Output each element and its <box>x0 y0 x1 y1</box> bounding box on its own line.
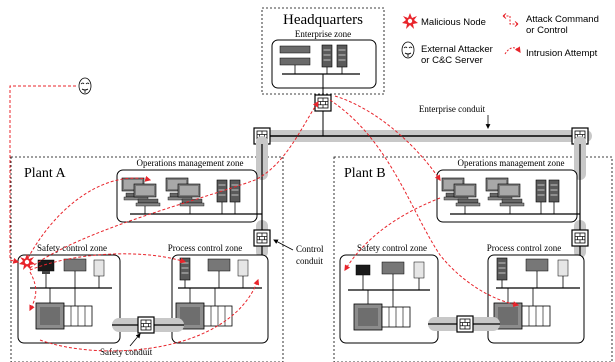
plant-a-label: Plant A <box>24 166 67 181</box>
process-zone-b-label: Process control zone <box>487 243 561 253</box>
ops-a-devices <box>121 177 262 215</box>
server-rack-icon <box>229 179 241 203</box>
plc-icon <box>493 302 551 330</box>
process-zone-a-label: Process control zone <box>168 243 242 253</box>
process-a-devices <box>175 257 262 330</box>
legend-attacker-1: External Attacker <box>421 44 493 55</box>
server-rack-icon <box>336 44 348 68</box>
operations-zone-a-label: Operations management zone <box>137 158 244 168</box>
workstation-icon <box>177 183 205 207</box>
control-conduit-label-2: conduit <box>296 256 323 266</box>
workstation-icon <box>453 183 481 207</box>
server-rack-icon <box>179 257 191 281</box>
legend-attack-command-2: or Control <box>526 25 568 36</box>
legend-attacker-2: or C&C Server <box>421 55 483 66</box>
workstation-icon <box>497 183 525 207</box>
plant-b-label: Plant B <box>344 166 386 181</box>
firewall-icon <box>571 229 589 247</box>
attack-command-arrow-icon <box>502 13 519 27</box>
plc-icon <box>35 302 93 330</box>
firewall-icon <box>137 316 155 334</box>
enterprise-servers <box>279 44 360 94</box>
legend-intrusion: Intrusion Attempt <box>526 48 598 59</box>
server-rack-icon <box>535 179 547 203</box>
control-conduit-label-1: Control <box>296 244 324 254</box>
firewall-icon <box>456 315 474 333</box>
safety-conduit-label: Safety conduit <box>100 347 153 357</box>
legend-attack-command-1: Attack Command <box>526 14 599 25</box>
enterprise-conduit-label: Enterprise conduit <box>419 104 486 114</box>
enterprise-zone-label: Enterprise zone <box>295 29 351 39</box>
intrusion-arrow-icon <box>504 46 521 55</box>
red-starburst-icon <box>402 13 418 29</box>
plc-icon <box>353 303 411 331</box>
server-rack-icon <box>321 44 333 68</box>
safety-b-devices <box>348 261 430 331</box>
guy-fawkes-mask-icon <box>78 77 92 95</box>
safety-zone-b-label: Safety control zone <box>357 243 427 253</box>
headquarters-title: Headquarters <box>283 12 363 28</box>
server-rack-icon <box>548 179 560 203</box>
plant-a-boundary <box>10 156 284 362</box>
firewall-icon <box>253 229 271 247</box>
process-b-devices <box>493 257 580 330</box>
safety-zone-a-label: Safety control zone <box>37 243 107 253</box>
workstation-icon <box>133 183 161 207</box>
safety-a-devices <box>30 258 112 330</box>
ops-b-devices <box>441 177 580 215</box>
plc-icon <box>175 302 233 330</box>
server-rack-icon <box>496 257 508 281</box>
legend-malicious-node: Malicious Node <box>421 17 486 28</box>
legend: Malicious Node Attack Command or Control… <box>401 13 599 66</box>
operations-zone-b-label: Operations management zone <box>458 158 565 168</box>
attack-paths <box>9 85 520 352</box>
guy-fawkes-mask-icon <box>401 41 415 59</box>
plant-b-boundary <box>333 156 613 362</box>
